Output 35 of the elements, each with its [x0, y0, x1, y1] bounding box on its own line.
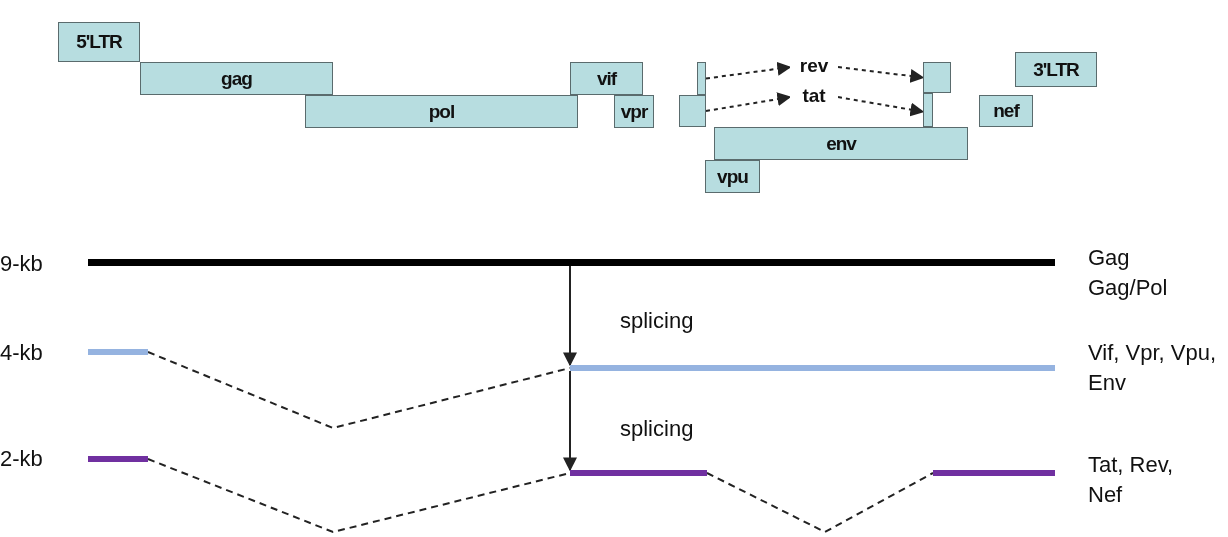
product-label: Tat, Rev, Nef: [1088, 451, 1175, 509]
arrow: [705, 61, 792, 80]
transcript-bar: [933, 470, 1055, 476]
exon-box: [923, 93, 933, 127]
row-size-label: 2-kb: [0, 445, 44, 473]
gene-box: gag: [140, 62, 333, 95]
arrow: [563, 370, 577, 472]
gene-box: env: [714, 127, 968, 160]
exon-box: [923, 62, 951, 93]
node-label: rev: [799, 55, 829, 76]
gene-box: 5'LTR: [58, 22, 140, 62]
product-label: Gag Gag/Pol: [1088, 244, 1169, 302]
arrow: [837, 66, 925, 83]
gene-box: nef: [979, 95, 1033, 127]
transcript-bar: [570, 470, 707, 476]
row-size-label: 9-kb: [0, 250, 44, 278]
gene-box: pol: [305, 95, 578, 128]
node-label: tat: [802, 85, 826, 106]
transcript-bar: [88, 456, 148, 462]
gene-box: vif: [570, 62, 643, 95]
gene-box: 3'LTR: [1015, 52, 1097, 87]
transcript-bar: [88, 259, 1055, 266]
arrow: [705, 92, 792, 112]
exon-box: [679, 95, 706, 127]
exon-box: [697, 62, 706, 95]
transcript-bar: [88, 349, 148, 355]
splice-connector: [706, 472, 934, 534]
arrow: [837, 96, 925, 117]
product-label: Vif, Vpr, Vpu, Env: [1088, 339, 1217, 397]
row-size-label: 4-kb: [0, 339, 44, 367]
splice-connector: [147, 351, 571, 430]
gene-box: vpu: [705, 160, 760, 193]
arrow: [563, 265, 577, 367]
transcript-bar: [570, 365, 1055, 371]
gene-box: vpr: [614, 95, 654, 128]
